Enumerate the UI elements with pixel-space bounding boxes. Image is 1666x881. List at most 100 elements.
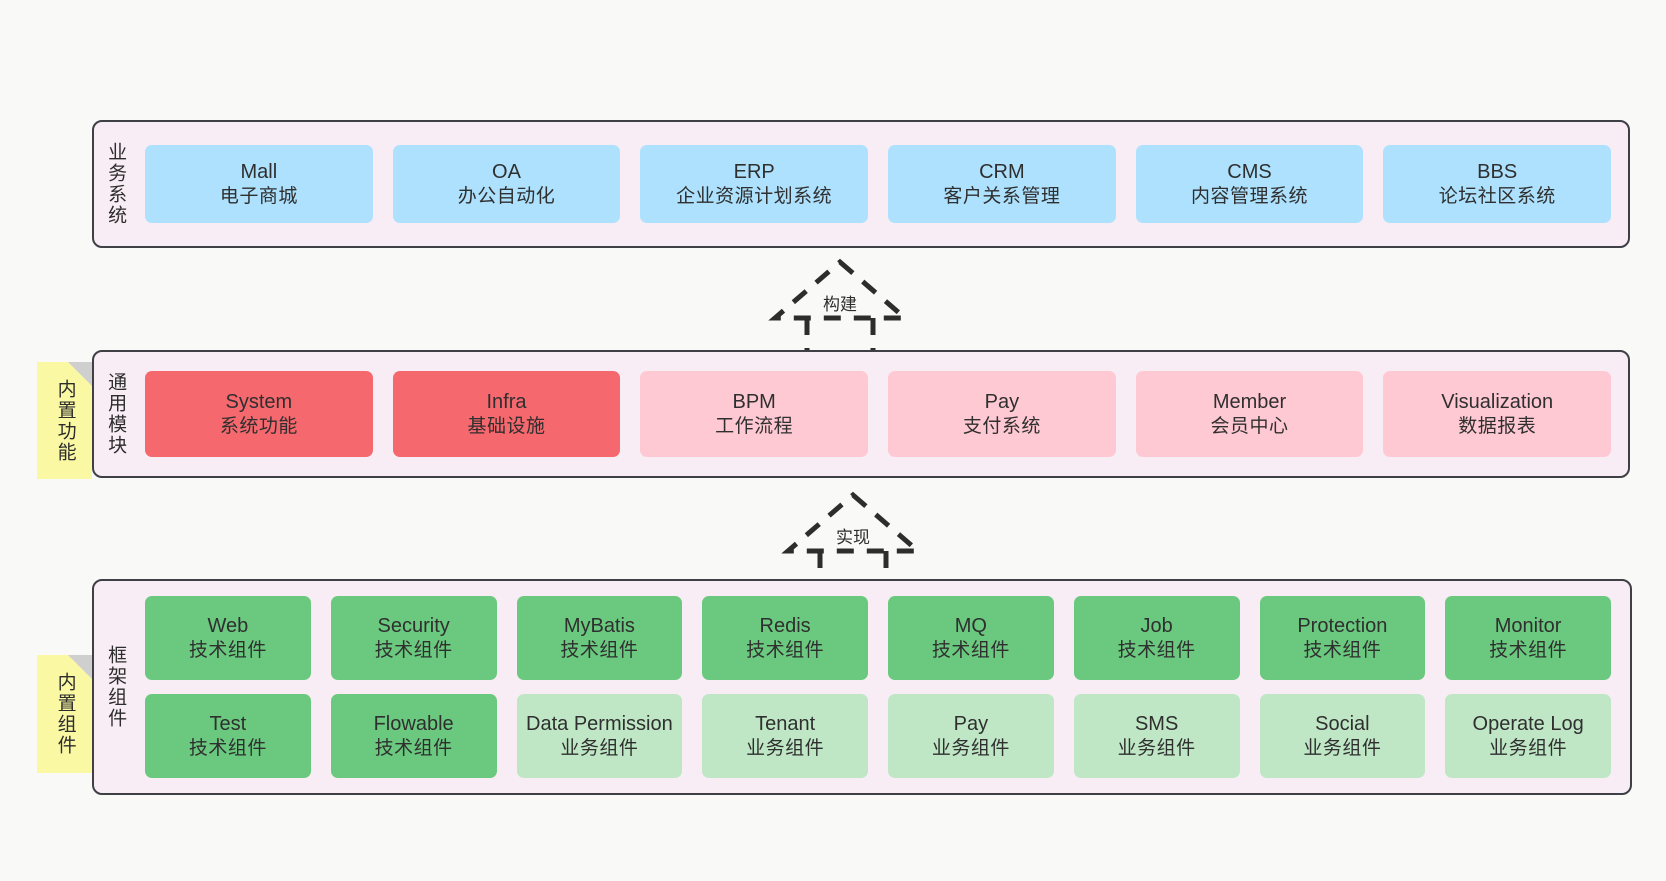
node-oa[interactable]: OA 办公自动化 [392,145,621,223]
node-label-cn: 业务组件 [931,737,1010,759]
node-label-en: Test [209,712,247,735]
row: Mall 电子商城 OA 办公自动化 ERP 企业资源计划系统 CRM 客户关系… [145,145,1612,223]
node-label-en: Data Permission [526,712,673,735]
node-pay[interactable]: Pay 支付系统 [888,371,1116,457]
node-label-cn: 基础设施 [467,415,546,437]
node-label-cn: 系统功能 [219,415,298,437]
node-label-cn: 技术组件 [1117,639,1196,661]
sticky-note-builtin-component[interactable]: 内置组件 [37,655,92,773]
node-system[interactable]: System 系统功能 [145,371,373,457]
node-flowable[interactable]: Flowable 技术组件 [330,694,497,778]
node-label-en: SMS [1134,712,1179,735]
node-label-cn: 技术组件 [1489,639,1568,661]
node-tenant[interactable]: Tenant 业务组件 [702,694,868,778]
node-label-en: Operate Log [1472,712,1584,735]
node-label-en: MyBatis [563,614,635,637]
node-test[interactable]: Test 技术组件 [145,694,311,778]
node-label-cn: 技术组件 [188,639,267,661]
node-data-permission[interactable]: Data Permission 业务组件 [516,694,683,778]
generalization-arrow-icon [781,491,925,584]
panel-title-business-system: 业务系统 [105,142,127,226]
node-label-en: Pay [953,712,989,735]
node-social[interactable]: Social 业务组件 [1259,694,1426,778]
panel-body-framework-component: Web 技术组件 Security 技术组件 MyBatis 技术组件 Redi… [136,581,1630,793]
node-label-cn: 会员中心 [1210,415,1289,437]
sticky-note-label: 内置组件 [54,672,76,756]
node-label-cn: 技术组件 [746,639,825,661]
panel-body-business-system: Mall 电子商城 OA 办公自动化 ERP 企业资源计划系统 CRM 客户关系… [136,122,1628,246]
node-label-cn: 电子商城 [219,185,298,207]
node-label-en: Flowable [373,712,454,735]
node-label-en: CRM [979,160,1025,183]
node-label-cn: 客户关系管理 [943,185,1061,207]
node-label-en: System [225,390,293,413]
node-member[interactable]: Member 会员中心 [1135,371,1364,457]
connector-label-implement: 实现 [834,523,872,548]
row: Test 技术组件 Flowable 技术组件 Data Permission … [145,694,1611,778]
node-label-cn: 业务组件 [1117,737,1196,759]
node-label-en: Pay [984,390,1020,413]
node-web[interactable]: Web 技术组件 [145,596,311,680]
node-label-en: MQ [954,614,987,637]
panel-business-system: 业务系统 Mall 电子商城 OA 办公自动化 ERP 企业资源计划系统 CRM… [92,120,1630,248]
node-label-en: BPM [732,390,776,413]
node-label-cn: 业务组件 [560,737,639,759]
node-label-en: Redis [759,614,811,637]
node-mall[interactable]: Mall 电子商城 [145,145,373,223]
row: System 系统功能 Infra 基础设施 BPM 工作流程 Pay 支付系统… [145,371,1612,457]
node-label-cn: 业务组件 [1489,737,1568,759]
node-redis[interactable]: Redis 技术组件 [702,596,868,680]
node-label-cn: 技术组件 [1303,639,1382,661]
panel-body-common-module: System 系统功能 Infra 基础设施 BPM 工作流程 Pay 支付系统… [136,352,1628,476]
node-mybatis[interactable]: MyBatis 技术组件 [516,596,683,680]
panel-title-common-module: 通用模块 [105,372,127,456]
node-label-cn: 支付系统 [962,415,1041,437]
row: Web 技术组件 Security 技术组件 MyBatis 技术组件 Redi… [145,596,1611,680]
node-label-cn: 业务组件 [746,737,825,759]
node-label-en: Monitor [1494,614,1562,637]
node-label-en: Tenant [755,712,816,735]
node-label-en: Security [377,614,450,637]
panel-title-framework-component: 框架组件 [105,645,127,729]
node-crm[interactable]: CRM 客户关系管理 [888,145,1116,223]
node-label-cn: 企业资源计划系统 [676,185,833,207]
node-monitor[interactable]: Monitor 技术组件 [1445,596,1611,680]
node-label-en: BBS [1477,160,1518,183]
node-label-en: Infra [486,390,527,413]
node-label-en: Web [207,614,249,637]
node-erp[interactable]: ERP 企业资源计划系统 [640,145,869,223]
node-visualization[interactable]: Visualization 数据报表 [1383,371,1612,457]
node-infra[interactable]: Infra 基础设施 [392,371,621,457]
node-protection[interactable]: Protection 技术组件 [1259,596,1426,680]
node-label-en: Mall [240,160,278,183]
node-security[interactable]: Security 技术组件 [330,596,497,680]
node-label-cn: 数据报表 [1458,415,1537,437]
connector-label-build: 构建 [821,290,859,315]
node-label-cn: 办公自动化 [457,185,556,207]
node-label-cn: 业务组件 [1303,737,1382,759]
node-operate-log[interactable]: Operate Log 业务组件 [1445,694,1611,778]
node-label-en: ERP [733,160,775,183]
node-cms[interactable]: CMS 内容管理系统 [1135,145,1364,223]
node-label-cn: 技术组件 [931,639,1010,661]
node-label-cn: 工作流程 [715,415,794,437]
sticky-note-builtin-function[interactable]: 内置功能 [37,362,92,479]
node-label-cn: 技术组件 [560,639,639,661]
node-bbs[interactable]: BBS 论坛社区系统 [1383,145,1612,223]
connector-implement: 实现 [768,489,938,584]
node-label-cn: 论坛社区系统 [1438,185,1556,207]
node-sms[interactable]: SMS 业务组件 [1073,694,1240,778]
node-label-cn: 内容管理系统 [1191,185,1309,207]
node-label-en: CMS [1227,160,1272,183]
panel-framework-component: 框架组件 Web 技术组件 Security 技术组件 MyBatis 技术组件… [92,579,1632,795]
node-mq[interactable]: MQ 技术组件 [888,596,1054,680]
node-bpm[interactable]: BPM 工作流程 [640,371,869,457]
node-job[interactable]: Job 技术组件 [1073,596,1240,680]
panel-common-module: 通用模块 System 系统功能 Infra 基础设施 BPM 工作流程 Pay… [92,350,1630,478]
node-label-en: OA [492,160,521,183]
node-pay-business[interactable]: Pay 业务组件 [888,694,1054,778]
node-label-en: Member [1212,390,1287,413]
node-label-en: Visualization [1441,390,1554,413]
generalization-arrow-icon [768,258,912,351]
